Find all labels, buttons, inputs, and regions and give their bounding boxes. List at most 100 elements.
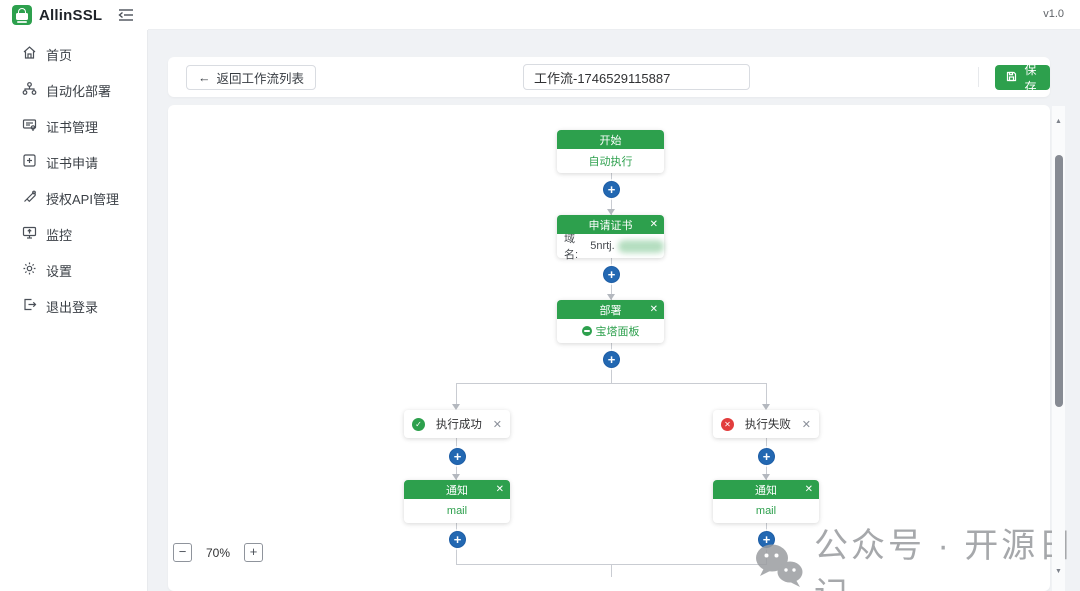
brand: AllinSSL (12, 0, 102, 30)
node-deploy-body: 宝塔面板 (557, 319, 664, 343)
node-notify-success[interactable]: 通知 ✕ mail (404, 480, 510, 523)
domain-value: 5nrtj. (590, 240, 615, 252)
sidebar-item-cert-apply[interactable]: 证书申请 (0, 144, 147, 180)
node-notify-header: 通知 ✕ (713, 480, 819, 499)
sidebar-item-logout[interactable]: 退出登录 (0, 288, 147, 324)
add-node-button[interactable]: + (449, 531, 466, 548)
home-icon (22, 45, 37, 63)
topbar-border (148, 0, 1080, 30)
node-title: 通知 (755, 484, 777, 497)
node-apply-cert-body: 域名: 5nrtj. (557, 233, 664, 261)
close-icon[interactable]: ✕ (801, 418, 811, 431)
branch-label: 执行成功 (435, 419, 482, 431)
sidebar: 首页 自动化部署 证书管理 证书申请 授权API管理 监控 设置 退出登录 (0, 30, 148, 591)
sidebar-item-home[interactable]: 首页 (0, 36, 147, 72)
scrollbar-thumb[interactable] (1054, 155, 1063, 407)
back-button-label: 返回工作流列表 (216, 72, 305, 86)
zoom-out-button[interactable]: − (173, 543, 192, 562)
close-icon[interactable]: ✕ (649, 219, 658, 230)
sidebar-item-label: 首页 (46, 47, 73, 63)
node-exec-success[interactable]: ✓ 执行成功 ✕ (404, 410, 510, 438)
zoom-in-button[interactable]: + (244, 543, 263, 562)
node-start-body: 自动执行 (588, 156, 633, 168)
branch-split-line (456, 383, 767, 384)
scroll-up-icon[interactable]: ▲ (1055, 118, 1062, 125)
workflow-canvas[interactable]: 开始 自动执行 + 申请证书 ✕ 域名: 5nrtj. + 部署 ✕ (168, 105, 1050, 591)
baota-panel-icon (581, 326, 592, 336)
sidebar-item-label: 自动化部署 (46, 83, 112, 99)
add-node-button[interactable]: + (758, 448, 775, 465)
sidebar-item-auto-deploy[interactable]: 自动化部署 (0, 72, 147, 108)
pen-key-icon (22, 189, 37, 207)
sidebar-item-label: 设置 (46, 263, 73, 279)
sidebar-item-cert-manage[interactable]: 证书管理 (0, 108, 147, 144)
close-icon[interactable]: ✕ (495, 484, 504, 495)
notify-channel: mail (755, 505, 777, 517)
app-name: AllinSSL (39, 6, 103, 24)
close-icon[interactable]: ✕ (492, 418, 502, 431)
redacted-domain (617, 239, 664, 253)
deploy-provider: 宝塔面板 (595, 326, 640, 338)
plus-square-icon (22, 153, 37, 171)
node-apply-cert[interactable]: 申请证书 ✕ 域名: 5nrtj. (557, 215, 664, 261)
notify-channel: mail (446, 505, 468, 517)
arrow-down-icon (607, 294, 615, 300)
save-button-label: 保存 (1024, 62, 1037, 94)
arrow-down-icon (762, 404, 770, 410)
back-arrow-icon: ← (198, 70, 211, 85)
node-title: 部署 (599, 304, 622, 317)
add-node-button[interactable]: + (603, 266, 620, 283)
close-icon[interactable]: ✕ (649, 304, 658, 315)
node-start-header: 开始 (557, 130, 664, 149)
scroll-down-icon[interactable]: ▼ (1055, 568, 1062, 575)
monitor-icon (22, 225, 37, 243)
node-notify-header: 通知 ✕ (404, 480, 510, 499)
success-check-icon: ✓ (412, 417, 425, 431)
sidebar-item-label: 证书管理 (46, 119, 99, 135)
back-to-workflow-list-button[interactable]: ← 返回工作流列表 (186, 65, 317, 90)
sidebar-item-label: 退出登录 (46, 299, 99, 315)
arrow-down-icon (762, 474, 770, 480)
vertical-scrollbar[interactable]: ▲ ▼ (1052, 106, 1065, 591)
node-start[interactable]: 开始 自动执行 (557, 130, 664, 173)
node-exec-fail[interactable]: ✕ 执行失败 ✕ (713, 410, 819, 438)
save-button[interactable]: 保存 (995, 63, 1050, 94)
workflow-toolbar: ← 返回工作流列表 保存 (168, 57, 1050, 97)
collapse-sidebar-icon[interactable] (118, 8, 134, 22)
arrow-down-icon (607, 209, 615, 215)
node-deploy[interactable]: 部署 ✕ 宝塔面板 (557, 300, 664, 343)
node-title: 通知 (446, 484, 468, 497)
toolbar-divider (978, 67, 979, 87)
sidebar-item-api-auth[interactable]: 授权API管理 (0, 180, 147, 216)
gear-icon (22, 261, 37, 279)
add-node-button[interactable]: + (758, 531, 775, 548)
zoom-level: 70% (206, 546, 231, 560)
connector-line (611, 564, 612, 577)
sidebar-item-label: 监控 (46, 227, 73, 243)
flow-graph: 开始 自动执行 + 申请证书 ✕ 域名: 5nrtj. + 部署 ✕ (168, 105, 1050, 591)
app-version: v1.0 (1043, 8, 1064, 20)
sidebar-item-label: 授权API管理 (46, 191, 119, 207)
save-disk-icon (1006, 71, 1017, 85)
add-node-button[interactable]: + (449, 448, 466, 465)
sidebar-item-monitor[interactable]: 监控 (0, 216, 147, 252)
connector-line (456, 383, 457, 405)
sidebar-item-settings[interactable]: 设置 (0, 252, 147, 288)
node-notify-fail[interactable]: 通知 ✕ mail (713, 480, 819, 523)
workflow-name-input[interactable] (523, 64, 750, 90)
top-bar: AllinSSL v1.0 (0, 0, 1080, 30)
node-title: 开始 (599, 134, 622, 147)
node-apply-cert-header: 申请证书 ✕ (557, 215, 664, 234)
fail-cross-icon: ✕ (721, 417, 734, 431)
logout-icon (22, 297, 37, 315)
arrow-down-icon (452, 474, 460, 480)
add-node-button[interactable]: + (603, 351, 620, 368)
close-icon[interactable]: ✕ (804, 484, 813, 495)
domain-label: 域名: (564, 233, 579, 261)
connector-line (766, 383, 767, 405)
workflow-icon (22, 81, 37, 99)
node-title: 申请证书 (588, 219, 633, 232)
add-node-button[interactable]: + (603, 181, 620, 198)
sidebar-item-label: 证书申请 (46, 155, 99, 171)
node-deploy-header: 部署 ✕ (557, 300, 664, 319)
